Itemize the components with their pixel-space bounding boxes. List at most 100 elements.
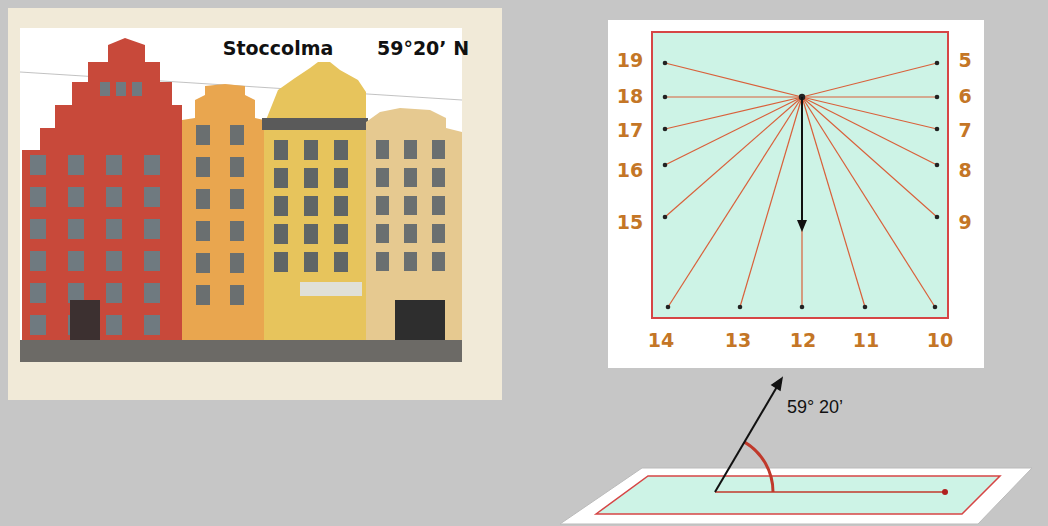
window <box>30 283 46 303</box>
hour-number: 14 <box>648 331 674 350</box>
hour-number: 7 <box>958 121 971 140</box>
window <box>304 168 318 188</box>
window <box>68 155 84 175</box>
hour-number: 12 <box>790 331 816 350</box>
street <box>20 340 462 362</box>
yellow-building <box>264 62 366 360</box>
window <box>432 252 445 271</box>
window <box>376 196 389 215</box>
window <box>304 252 318 272</box>
photo-sky <box>20 28 462 362</box>
gnomon-arrow <box>715 385 778 492</box>
window <box>432 224 445 243</box>
window <box>334 168 348 188</box>
hour-number: 17 <box>617 121 643 140</box>
window <box>230 125 244 145</box>
window <box>274 196 288 216</box>
window <box>432 196 445 215</box>
window <box>404 168 417 187</box>
gnomon-arrow-head <box>772 378 782 390</box>
window <box>432 168 445 187</box>
hour-number: 11 <box>853 331 879 350</box>
window <box>116 82 126 96</box>
window <box>230 189 244 209</box>
window <box>304 140 318 160</box>
hour-lines <box>665 63 937 307</box>
window <box>230 221 244 241</box>
window <box>432 140 445 159</box>
window <box>30 251 46 271</box>
gnomon <box>801 97 803 222</box>
window <box>304 224 318 244</box>
window <box>196 221 210 241</box>
window <box>274 140 288 160</box>
hour-number: 16 <box>617 161 643 180</box>
hour-number: 13 <box>725 331 751 350</box>
hour-dots <box>663 61 940 310</box>
window <box>230 253 244 273</box>
window <box>334 252 348 272</box>
place-label: 59°20’ N <box>377 39 469 58</box>
window <box>144 283 160 303</box>
window <box>100 82 110 96</box>
window <box>106 155 122 175</box>
window <box>144 219 160 239</box>
photo-frame <box>8 8 502 400</box>
window <box>395 300 445 340</box>
window <box>230 285 244 305</box>
window <box>274 224 288 244</box>
hour-number: 18 <box>617 87 643 106</box>
ground-plane <box>560 468 1032 524</box>
roof <box>262 118 368 130</box>
window <box>106 315 122 335</box>
hour-number: 8 <box>958 161 971 180</box>
window <box>196 157 210 177</box>
sundial-frame <box>608 20 984 368</box>
window <box>30 219 46 239</box>
hour-number: 19 <box>617 51 643 70</box>
red-building <box>22 38 182 360</box>
orange-building <box>182 84 264 360</box>
window <box>70 300 100 340</box>
window <box>106 251 122 271</box>
awning <box>300 282 362 296</box>
gnomon-head <box>797 220 807 232</box>
window <box>376 168 389 187</box>
window <box>106 283 122 303</box>
window <box>334 224 348 244</box>
hour-number: 15 <box>617 213 643 232</box>
meridian-dot <box>942 489 948 495</box>
hour-number: 6 <box>958 87 971 106</box>
window <box>132 82 142 96</box>
dial-plane <box>596 476 1000 514</box>
angle-arc <box>745 442 773 492</box>
window <box>334 140 348 160</box>
window <box>274 168 288 188</box>
window <box>404 252 417 271</box>
window <box>68 251 84 271</box>
window <box>376 224 389 243</box>
hour-number: 5 <box>958 51 971 70</box>
hour-number: 10 <box>927 331 953 350</box>
window <box>144 251 160 271</box>
window <box>144 187 160 207</box>
beige-building <box>366 108 462 360</box>
window <box>376 140 389 159</box>
window <box>230 157 244 177</box>
window <box>30 187 46 207</box>
window <box>404 140 417 159</box>
window <box>196 189 210 209</box>
window <box>144 155 160 175</box>
window <box>196 285 210 305</box>
window <box>30 315 46 335</box>
window <box>404 196 417 215</box>
window <box>196 125 210 145</box>
window <box>196 253 210 273</box>
window <box>30 155 46 175</box>
window <box>274 252 288 272</box>
window <box>404 224 417 243</box>
place-label: Stoccolma <box>223 39 334 58</box>
meridian-line <box>715 491 945 493</box>
window <box>376 252 389 271</box>
